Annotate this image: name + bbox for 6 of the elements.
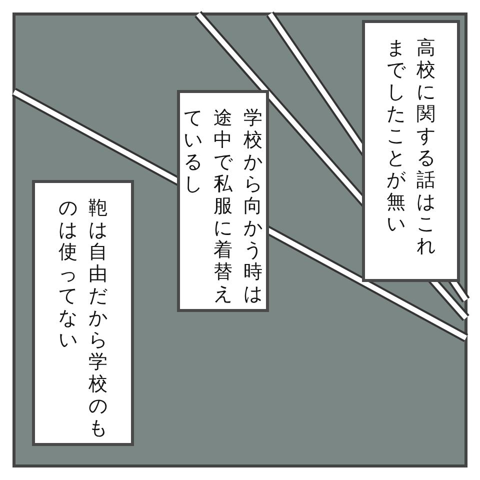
caption-box — [362, 20, 460, 282]
caption-box — [177, 90, 269, 312]
caption-text: 学校から向かう時は途中で私服に着替えているし — [182, 107, 264, 305]
caption-text: 鞄は自由だから学校のものは使ってない — [58, 197, 108, 439]
caption-text: 高校に関する話はこれまでしたことが無い — [386, 37, 436, 257]
caption-box — [32, 180, 134, 446]
